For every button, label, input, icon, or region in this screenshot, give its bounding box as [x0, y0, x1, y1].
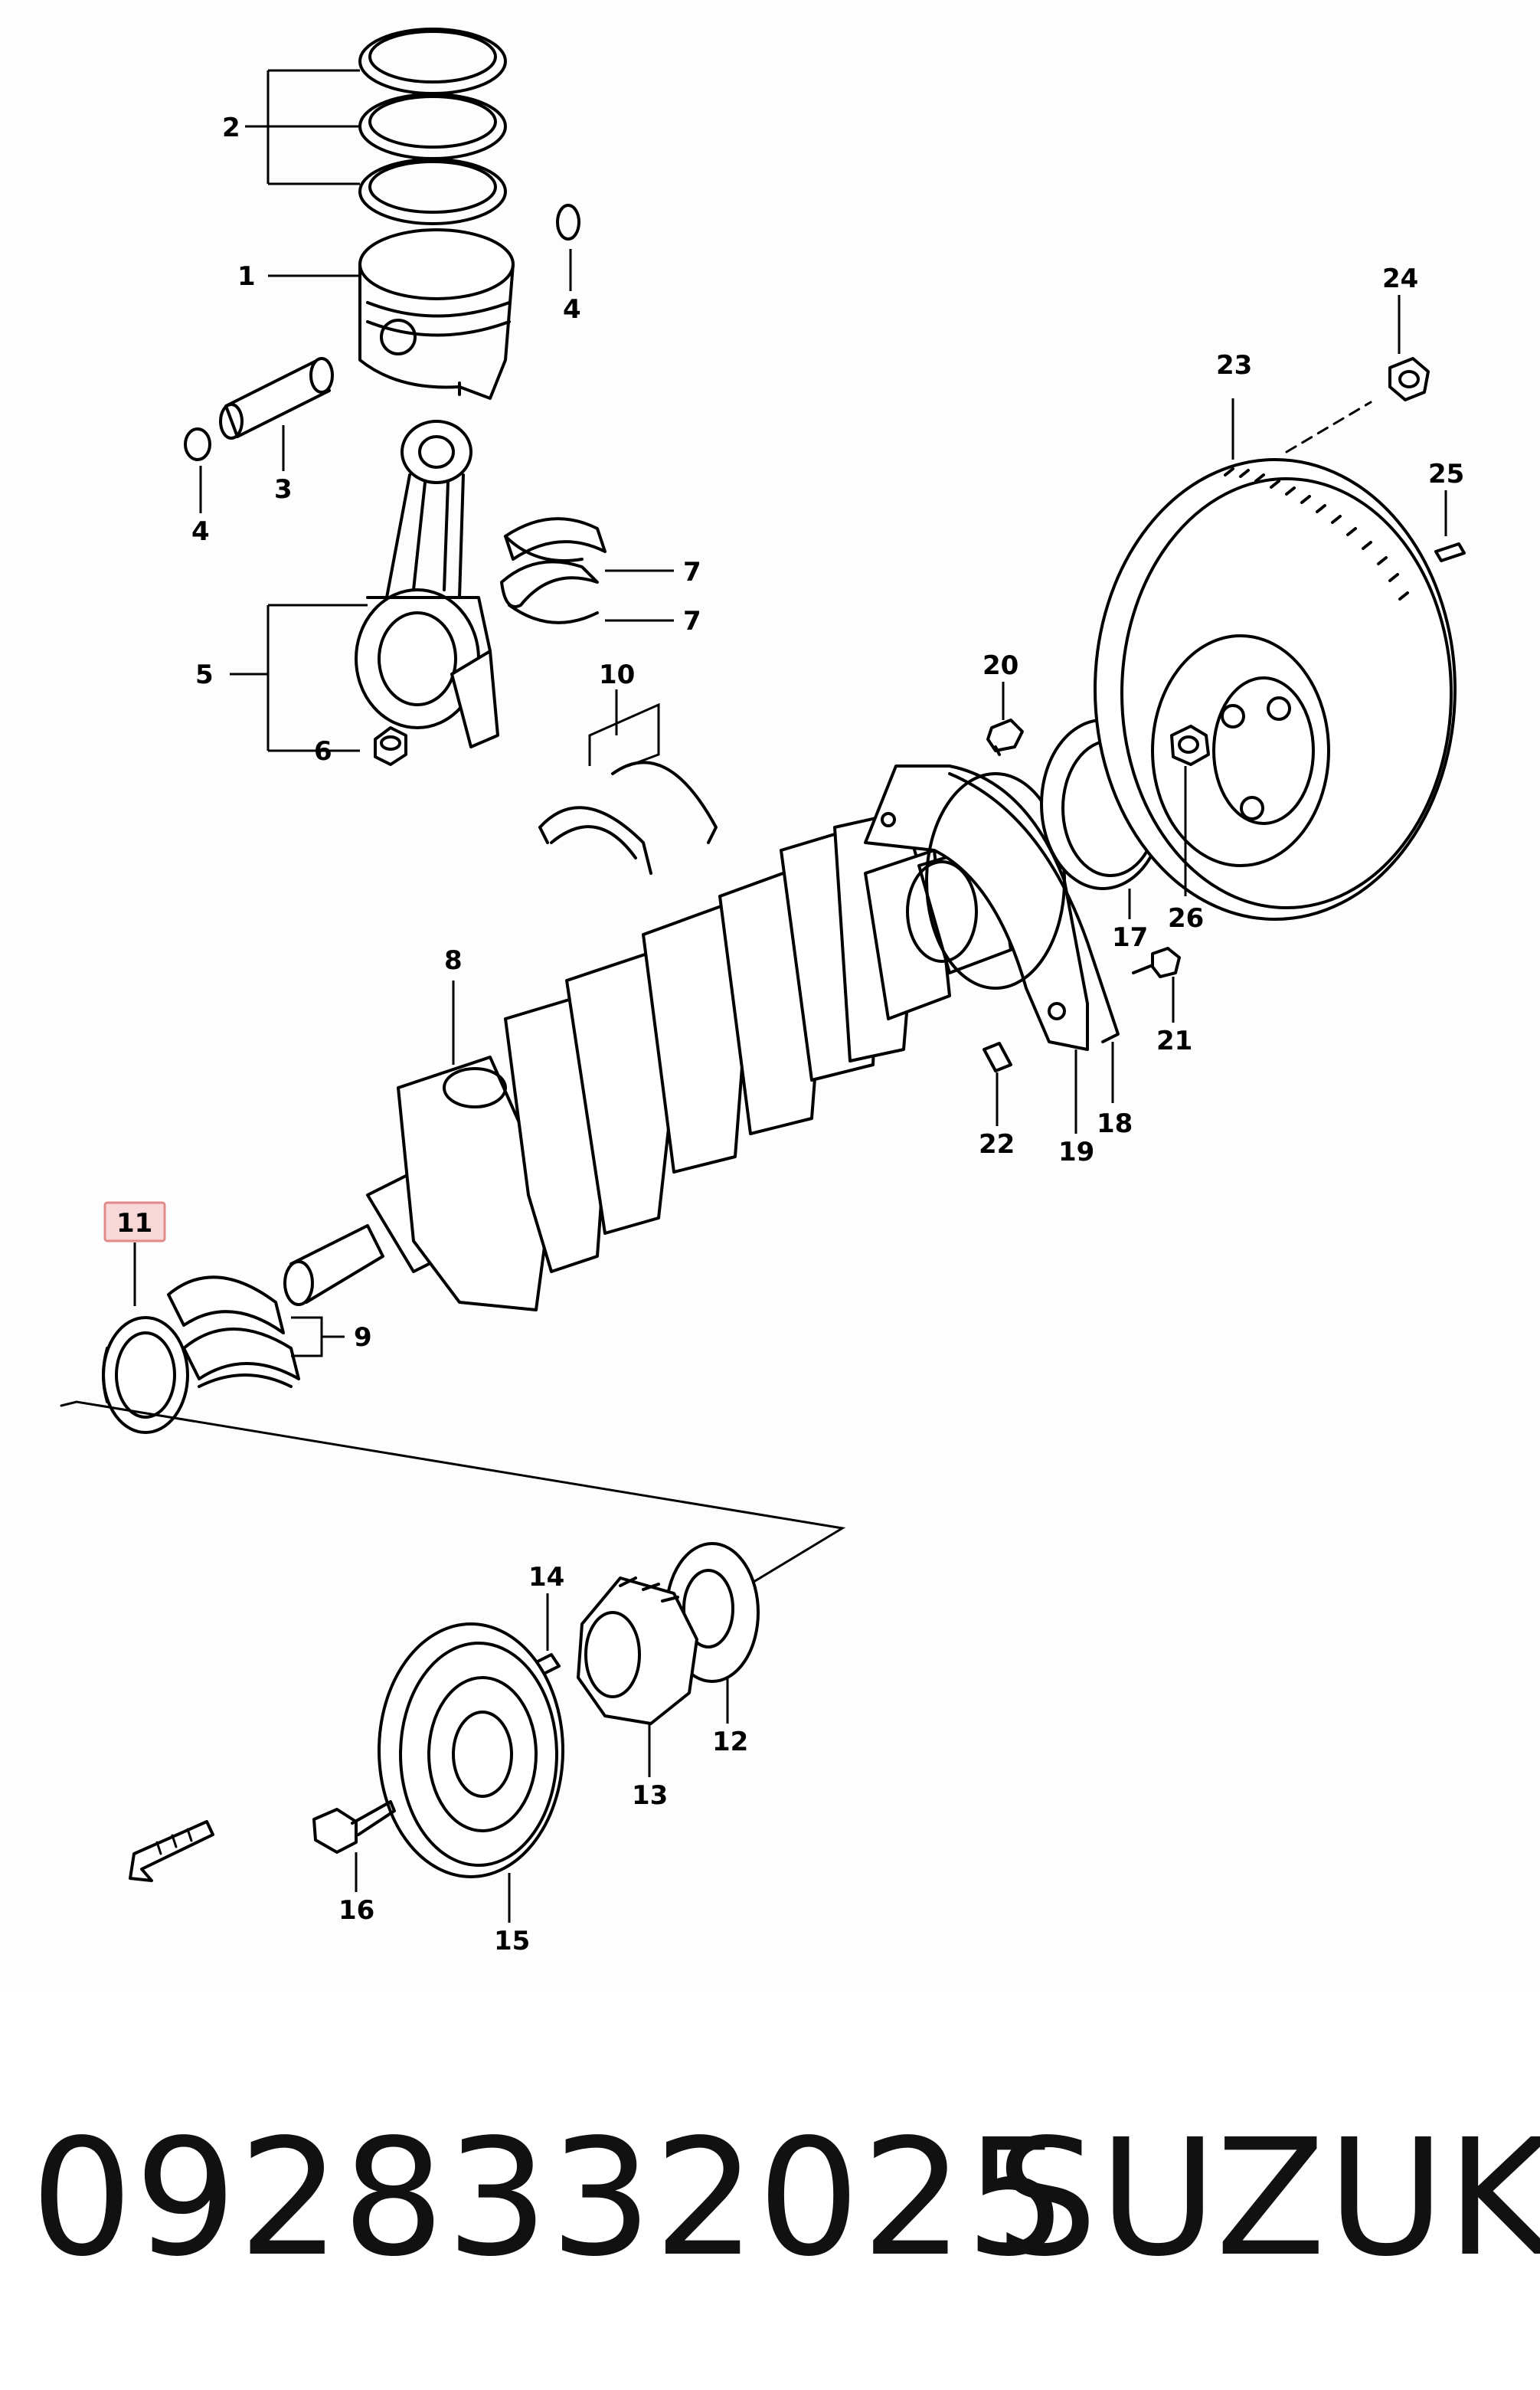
callout-13: 13: [632, 1780, 668, 1811]
callout-20: 20: [983, 650, 1018, 681]
callout-2: 2: [222, 113, 240, 143]
callout-22: 22: [979, 1129, 1015, 1160]
callout-23: 23: [1216, 350, 1252, 381]
callout-21: 21: [1156, 1026, 1192, 1056]
main-bearings-upper: [538, 761, 718, 875]
flywheel: [1094, 458, 1457, 921]
connecting-rod: [355, 420, 499, 748]
crankshaft-pulley-bolt: [312, 1800, 396, 1854]
parts-diagram-panel: 2 1 4 3 4 5 6 7 7 10 8 9 11 14 12 13 16 …: [60, 28, 1466, 1956]
callout-26: 26: [1168, 903, 1204, 934]
flywheel-side-bolt: [1132, 947, 1181, 978]
circlip: [184, 427, 211, 461]
circlip: [556, 204, 580, 241]
crankshaft-timing-pulley: [577, 1576, 698, 1725]
connecting-rod-bearings: [500, 517, 607, 624]
callout-1: 1: [237, 261, 256, 292]
callout-3: 3: [274, 474, 293, 505]
flywheel-pin: [1434, 542, 1466, 562]
brand-name: SUZUKI: [996, 2104, 1540, 2292]
piston-pin: [219, 357, 334, 440]
main-bearings-lower: [167, 1275, 300, 1388]
flywheel-bolt: [1170, 725, 1210, 766]
callout-4-left: 4: [191, 516, 210, 547]
callout-7-lower: 7: [683, 606, 701, 637]
connecting-rod-nut: [374, 726, 407, 766]
callout-14: 14: [528, 1562, 564, 1593]
callout-8: 8: [444, 945, 463, 976]
crankshaft-pulley: [378, 1622, 564, 1878]
callout-12: 12: [712, 1727, 748, 1757]
piston-rings: [358, 28, 507, 225]
callout-16: 16: [338, 1895, 374, 1926]
callout-4-right: 4: [563, 294, 581, 325]
crankshaft-exploded-diagram: 2 1 4 3 4 5 6 7 7 10 8 9 11 14 12 13 16 …: [60, 28, 1466, 1956]
callout-9: 9: [354, 1322, 372, 1353]
dowel-pin: [983, 1042, 1012, 1072]
callout-11: 11: [116, 1208, 152, 1239]
callout-24: 24: [1382, 264, 1418, 294]
part-caption: 0928332025 SUZUKI: [0, 2099, 1540, 2298]
callout-17: 17: [1112, 922, 1148, 953]
callout-25: 25: [1428, 459, 1464, 489]
part-number: 0928332025: [31, 2104, 1070, 2292]
callout-7-upper: 7: [683, 557, 701, 588]
front-direction-arrow: [129, 1820, 214, 1882]
rear-seal-gasket: [948, 772, 1120, 1043]
callout-10: 10: [599, 660, 635, 690]
callout-19: 19: [1058, 1137, 1094, 1167]
callout-6: 6: [314, 736, 332, 767]
highlighted-callout-box: [103, 1201, 166, 1242]
flywheel-mount-bolt: [1388, 357, 1430, 401]
callout-15: 15: [494, 1926, 530, 1956]
callout-18: 18: [1097, 1108, 1133, 1139]
seal-housing-bolt: [986, 719, 1024, 756]
crankshaft: [283, 810, 1012, 1311]
callout-5: 5: [195, 660, 214, 690]
front-oil-seal: [102, 1316, 189, 1434]
piston: [358, 228, 515, 400]
